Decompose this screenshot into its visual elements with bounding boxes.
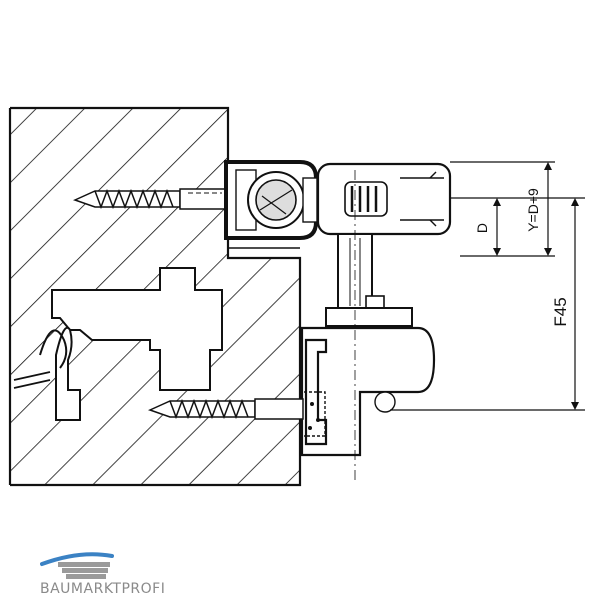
- vertical-spindle: [325, 233, 413, 327]
- dimension-label-y: Y=D+9: [525, 188, 541, 232]
- dimension-label-f45: F45: [551, 297, 570, 326]
- hinge-cavity: [13, 267, 223, 421]
- logo-text: BAUMARKTPROFI: [40, 581, 166, 597]
- adjustment-housing: [316, 162, 452, 236]
- dimension-lines: [390, 161, 585, 411]
- lower-screw: [147, 391, 326, 437]
- upper-screw: [72, 188, 229, 210]
- dimension-label-d: D: [474, 223, 490, 233]
- upper-mounting-bracket: [224, 160, 318, 240]
- brand-logo: BAUMARKTPROFI: [40, 550, 165, 600]
- logo-roof-icon: [40, 552, 114, 579]
